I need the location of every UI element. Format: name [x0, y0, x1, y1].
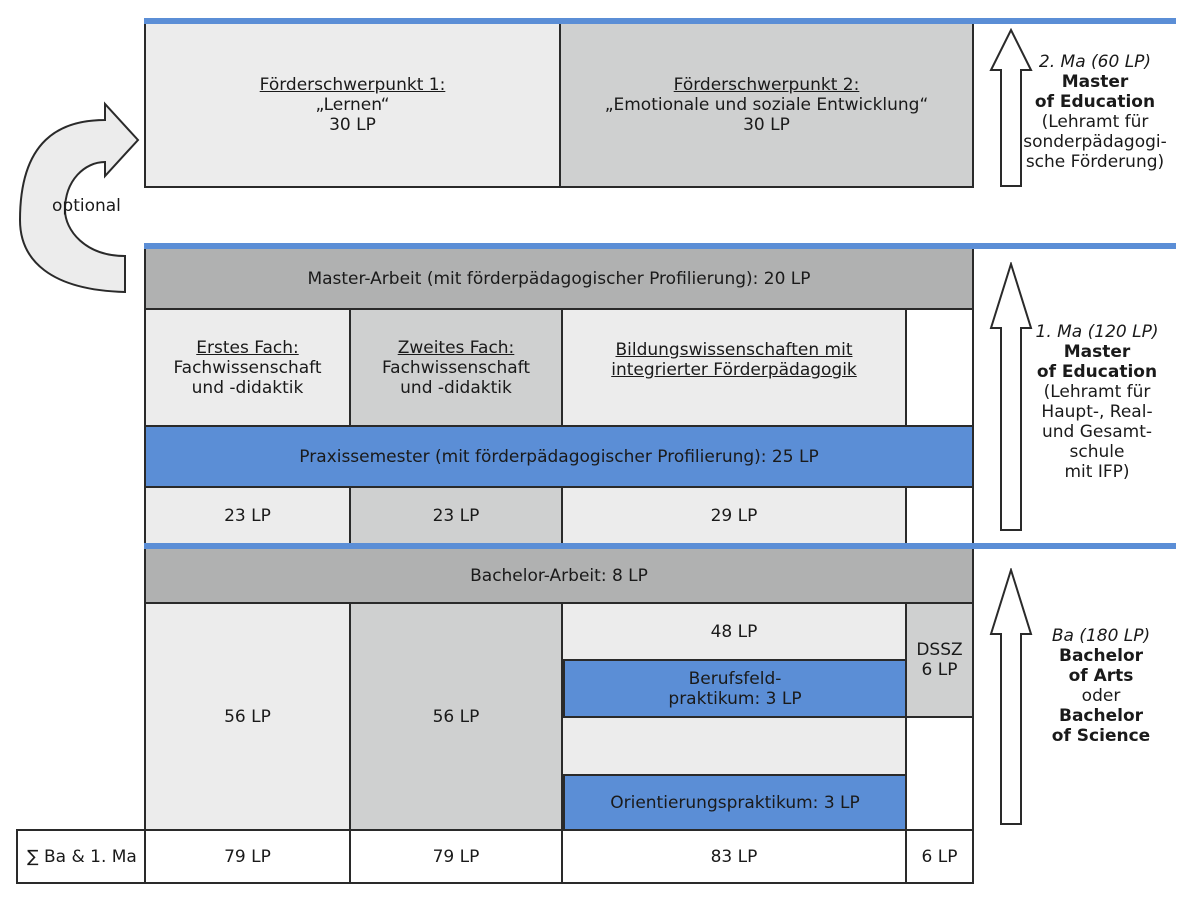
master2-degree-1: Master [1061, 72, 1129, 92]
fach1-line2: Fachwissenschaft [173, 357, 322, 378]
dssz-line1: DSSZ [916, 640, 963, 660]
sum-row-frame [144, 829, 974, 884]
bachelor-or: oder [1081, 686, 1121, 706]
sum-value-1-text: 79 LP [224, 846, 271, 867]
sum-value-2: 79 LP [351, 831, 563, 882]
bachelor-range: Ba (180 LP) [1051, 626, 1151, 646]
berufsfeld-line2: praktikum: 3 LP [668, 688, 802, 709]
master2-top-bar [144, 18, 1176, 24]
master1-up-arrow-icon [989, 262, 1033, 531]
bachelor-fach2-cell: 56 LP [351, 604, 563, 829]
master1-lp-1-text: 23 LP [224, 506, 271, 526]
master-thesis-text: Master-Arbeit (mit förderpädagogischer P… [307, 268, 811, 289]
fsp2-lp: 30 LP [743, 115, 790, 135]
master1-desc-4: schule [1069, 442, 1125, 462]
fsp1-title: Förderschwerpunkt 1: [259, 75, 446, 95]
optional-curved-arrow-icon [18, 101, 140, 294]
fach2-title: Zweites Fach: [397, 337, 515, 358]
bachelor-bw-lp-cell: 48 LP [563, 604, 907, 659]
fach2-cell: Zweites Fach: Fachwissenschaft und -dida… [351, 310, 563, 425]
master1-degree-1: Master [1063, 342, 1131, 362]
bachelor-fach2-lp: 56 LP [432, 706, 480, 727]
master1-degree-2: of Education [1036, 362, 1158, 382]
master1-desc-1: (Lehramt für [1043, 382, 1151, 402]
master1-top-bar [144, 243, 1176, 249]
berufsfeld-line1: Berufsfeld- [688, 668, 782, 689]
fach1-line3: und -didaktik [191, 377, 304, 398]
master2-desc-3: sche Förderung) [1025, 152, 1165, 172]
sum-value-2-text: 79 LP [432, 846, 480, 867]
bachelor-degree-1: Bachelor [1058, 646, 1144, 666]
fsp2-title: Förderschwerpunkt 2: [673, 75, 860, 95]
berufsfeldpraktikum-cell: Berufsfeld- praktikum: 3 LP [563, 659, 907, 718]
bachelor-thesis-text: Bachelor-Arbeit: 8 LP [470, 565, 648, 586]
master1-frame [144, 249, 974, 546]
sum-value-4: 6 LP [907, 831, 972, 882]
bachelor-top-bar [144, 543, 1176, 549]
fach2-line3: und -didaktik [400, 377, 512, 398]
sum-value-4-text: 6 LP [921, 846, 958, 867]
sum-value-3-text: 83 LP [710, 846, 758, 867]
bachelor-degree-4: of Science [1051, 726, 1151, 746]
bachelor-degree-2: of Arts [1068, 666, 1134, 686]
fsp1-name: „Lernen“ [315, 95, 390, 115]
master-thesis-cell: Master-Arbeit (mit förderpädagogischer P… [144, 249, 974, 310]
master2-side-label: 2. Ma (60 LP) Master of Education (Lehra… [1010, 52, 1180, 172]
dssz-line2: 6 LP [921, 660, 958, 680]
master1-desc-3: und Gesamt- [1041, 422, 1152, 442]
fsp1-lp: 30 LP [329, 115, 376, 135]
bildungswissenschaften-cell: Bildungswissenschaften mit integrierter … [563, 310, 907, 425]
master1-side-label: 1. Ma (120 LP) Master of Education (Lehr… [1012, 322, 1182, 482]
fsp2-cell: Förderschwerpunkt 2: „Emotionale und soz… [561, 24, 972, 186]
sum-label: ∑ Ba & 1. Ma [27, 846, 137, 867]
fsp1-cell: Förderschwerpunkt 1: „Lernen“ 30 LP [146, 24, 561, 186]
master2-degree-2: of Education [1034, 92, 1156, 112]
sum-label-cell: ∑ Ba & 1. Ma [16, 829, 146, 884]
fach2-line2: Fachwissenschaft [381, 357, 531, 378]
bachelor-degree-3: Bachelor [1058, 706, 1144, 726]
fach1-title: Erstes Fach: [196, 337, 299, 358]
master1-lp-3-text: 29 LP [710, 506, 758, 526]
bachelor-thesis-cell: Bachelor-Arbeit: 8 LP [144, 549, 974, 604]
bachelor-bw-lp: 48 LP [710, 621, 758, 642]
master1-desc-2: Haupt-, Real- [1041, 402, 1153, 422]
bachelor-fach1-lp: 56 LP [224, 706, 271, 727]
master2-up-arrow-icon [989, 28, 1033, 187]
orientierung-text: Orientierungspraktikum: 3 LP [610, 792, 860, 813]
praxissemester-cell: Praxissemester (mit förderpädagogischer … [144, 425, 974, 488]
master1-desc-5: mit IFP) [1064, 462, 1130, 482]
master2-range: 2. Ma (60 LP) [1038, 52, 1152, 72]
bw-line1: Bildungswissenschaften mit [615, 340, 853, 360]
fsp2-name: „Emotionale und soziale Entwicklung“ [604, 95, 929, 115]
bachelor-up-arrow-icon [989, 568, 1033, 825]
master2-block [144, 24, 974, 188]
bachelor-side-label: Ba (180 LP) Bachelor of Arts oder Bachel… [1016, 626, 1186, 746]
fach1-cell: Erstes Fach: Fachwissenschaft und -didak… [146, 310, 351, 425]
dssz-cell: DSSZ 6 LP [905, 604, 974, 718]
master1-range: 1. Ma (120 LP) [1035, 322, 1159, 342]
bw-line2: integrierter Förderpädagogik [611, 360, 857, 380]
bachelor-bw-empty-cell [563, 718, 907, 774]
master1-lp-1: 23 LP [146, 488, 351, 544]
master1-empty-cell [907, 310, 972, 425]
master1-lp-2-text: 23 LP [432, 506, 480, 526]
praxissemester-text: Praxissemester (mit förderpädagogischer … [299, 446, 819, 467]
optional-label: optional [52, 196, 121, 216]
orientierungspraktikum-cell: Orientierungspraktikum: 3 LP [563, 774, 907, 831]
bachelor-fach1-cell: 56 LP [146, 604, 351, 829]
master2-desc-1: (Lehramt für [1041, 112, 1149, 132]
master1-lp-3: 29 LP [563, 488, 907, 544]
master2-desc-2: sonderpädagogi- [1023, 132, 1167, 152]
master1-lp-2: 23 LP [351, 488, 563, 544]
sum-value-3: 83 LP [563, 831, 907, 882]
sum-value-1: 79 LP [146, 831, 351, 882]
